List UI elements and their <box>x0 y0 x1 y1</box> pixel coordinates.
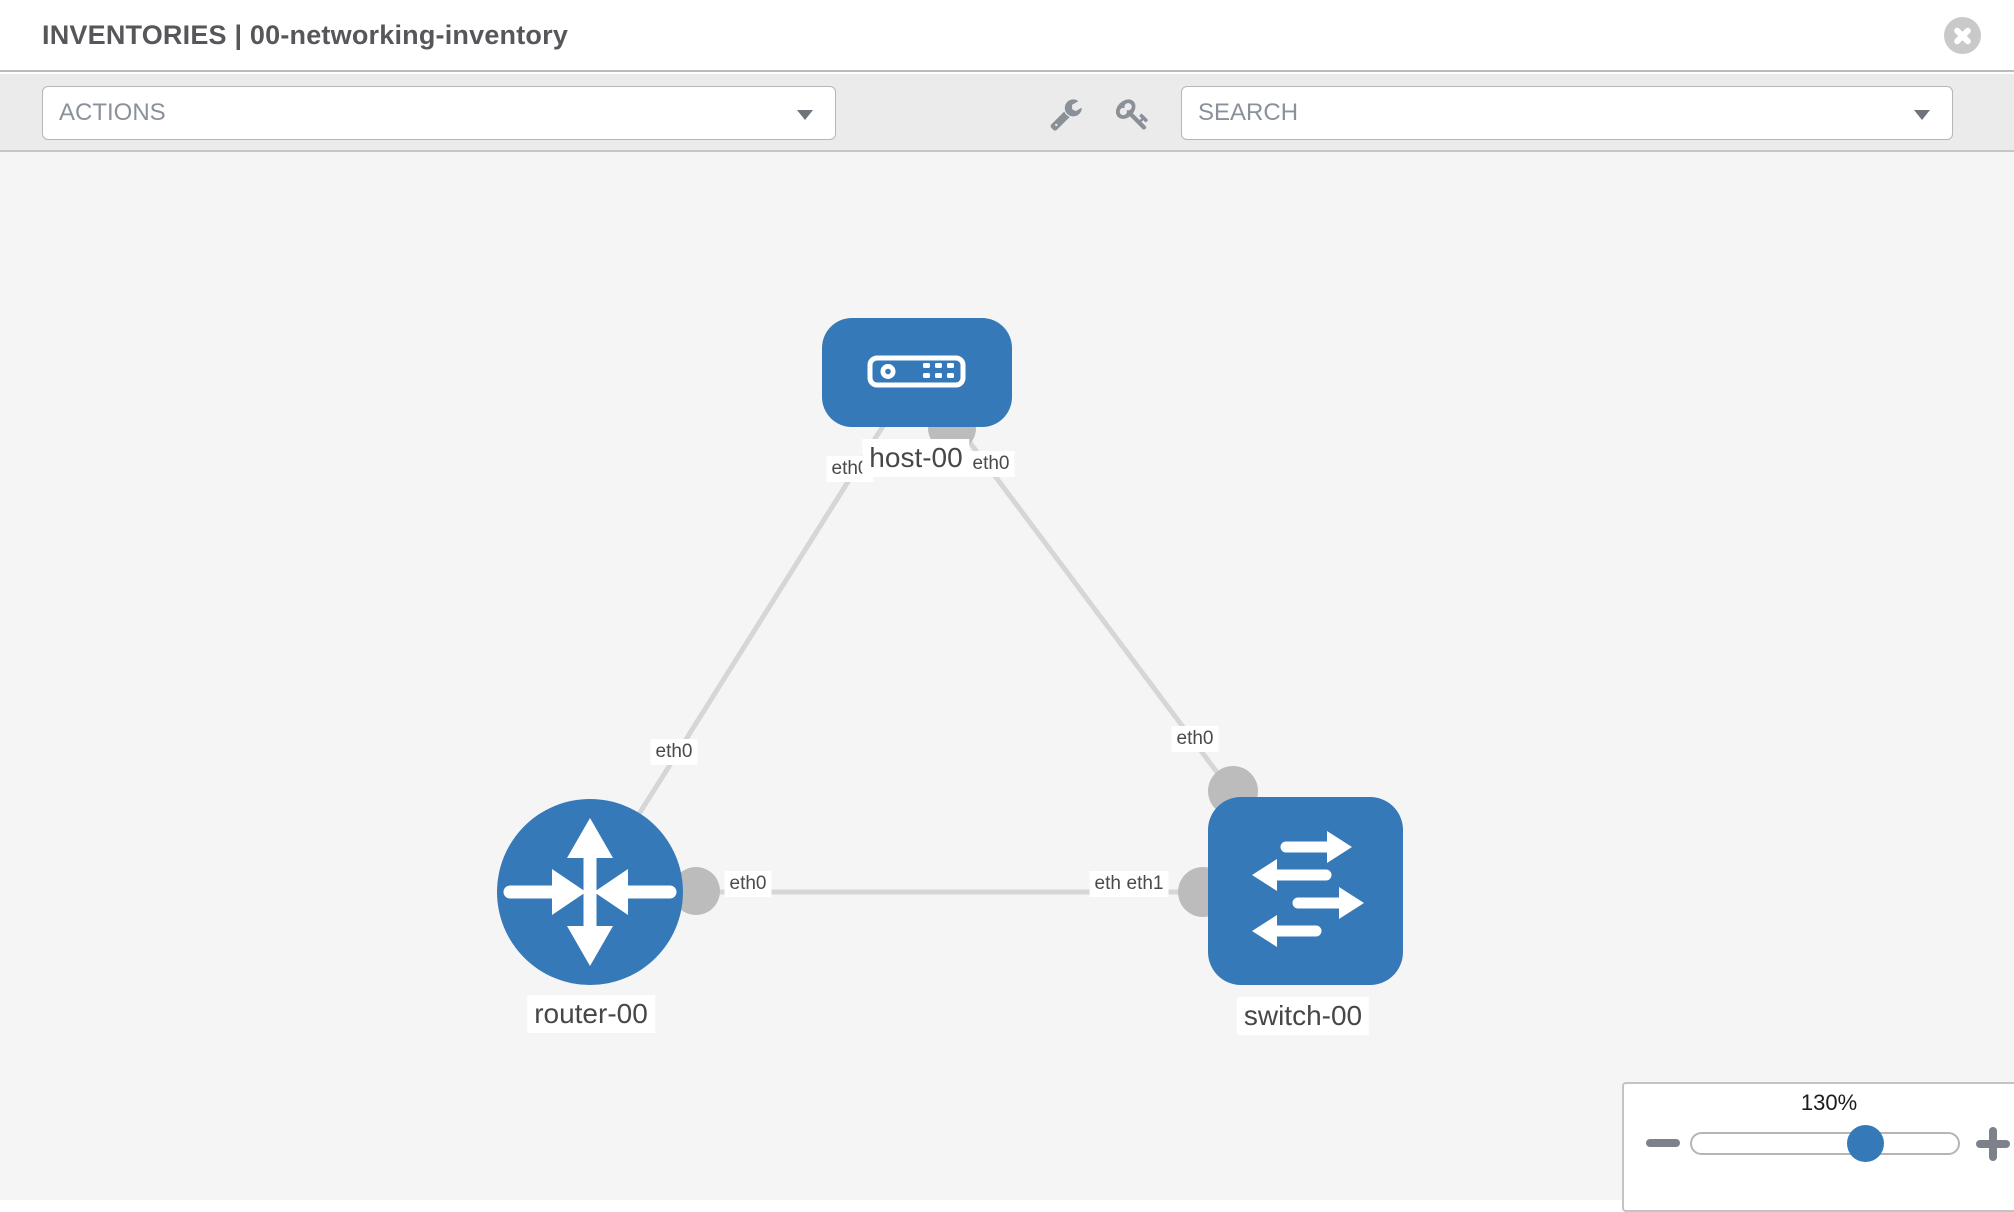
router-icon <box>503 818 677 966</box>
zoom-panel: 130% <box>1622 1082 2014 1212</box>
iface-label-router-eth0: eth0 <box>724 871 772 897</box>
node-router-00[interactable] <box>497 799 683 985</box>
switch-icon <box>1252 831 1364 947</box>
search-dropdown[interactable]: SEARCH <box>1181 86 1953 140</box>
app-header: INVENTORIES | 00-networking-inventory <box>0 0 2014 72</box>
iface-label-link-hs: eth0 <box>1171 726 1219 752</box>
chevron-down-icon <box>797 110 813 120</box>
iface-label-link-hr: eth0 <box>650 739 698 765</box>
topology-canvas[interactable]: eth0 host-00 eth0 eth0 eth0 eth0 eth0 et… <box>0 152 2014 1200</box>
chevron-down-icon <box>1914 110 1930 120</box>
wrench-icon <box>1050 99 1082 131</box>
zoom-slider-thumb[interactable] <box>1847 1125 1884 1162</box>
close-button[interactable] <box>1944 17 1981 54</box>
node-label-switch-00: switch-00 <box>1236 997 1370 1035</box>
node-label-router-00: router-00 <box>527 995 655 1033</box>
page-title: INVENTORIES | 00-networking-inventory <box>42 20 569 50</box>
host-icon <box>867 355 966 388</box>
node-label-host-00: host-00 <box>862 439 970 477</box>
actions-dropdown[interactable]: ACTIONS <box>42 86 836 140</box>
key-icon <box>1116 99 1148 130</box>
zoom-level: 130% <box>1800 1090 1858 1115</box>
toolbar: ACTIONS SEARCH <box>0 74 2014 152</box>
zoom-out-button[interactable] <box>1646 1139 1680 1147</box>
node-host-00[interactable] <box>822 318 1012 427</box>
iface-label-host-eth0-right: eth0 <box>967 451 1015 477</box>
actions-dropdown-label: ACTIONS <box>59 99 166 126</box>
zoom-slider[interactable] <box>1690 1132 1960 1155</box>
tools-button[interactable] <box>1049 97 1083 131</box>
zoom-in-button[interactable] <box>1976 1127 2010 1161</box>
iface-label-switch-eth1: eth1 <box>1121 871 1169 897</box>
node-switch-00[interactable] <box>1208 797 1403 985</box>
iface-dot-router-eth0 <box>672 867 720 915</box>
credentials-button[interactable] <box>1116 97 1150 131</box>
search-placeholder: SEARCH <box>1198 99 1299 126</box>
